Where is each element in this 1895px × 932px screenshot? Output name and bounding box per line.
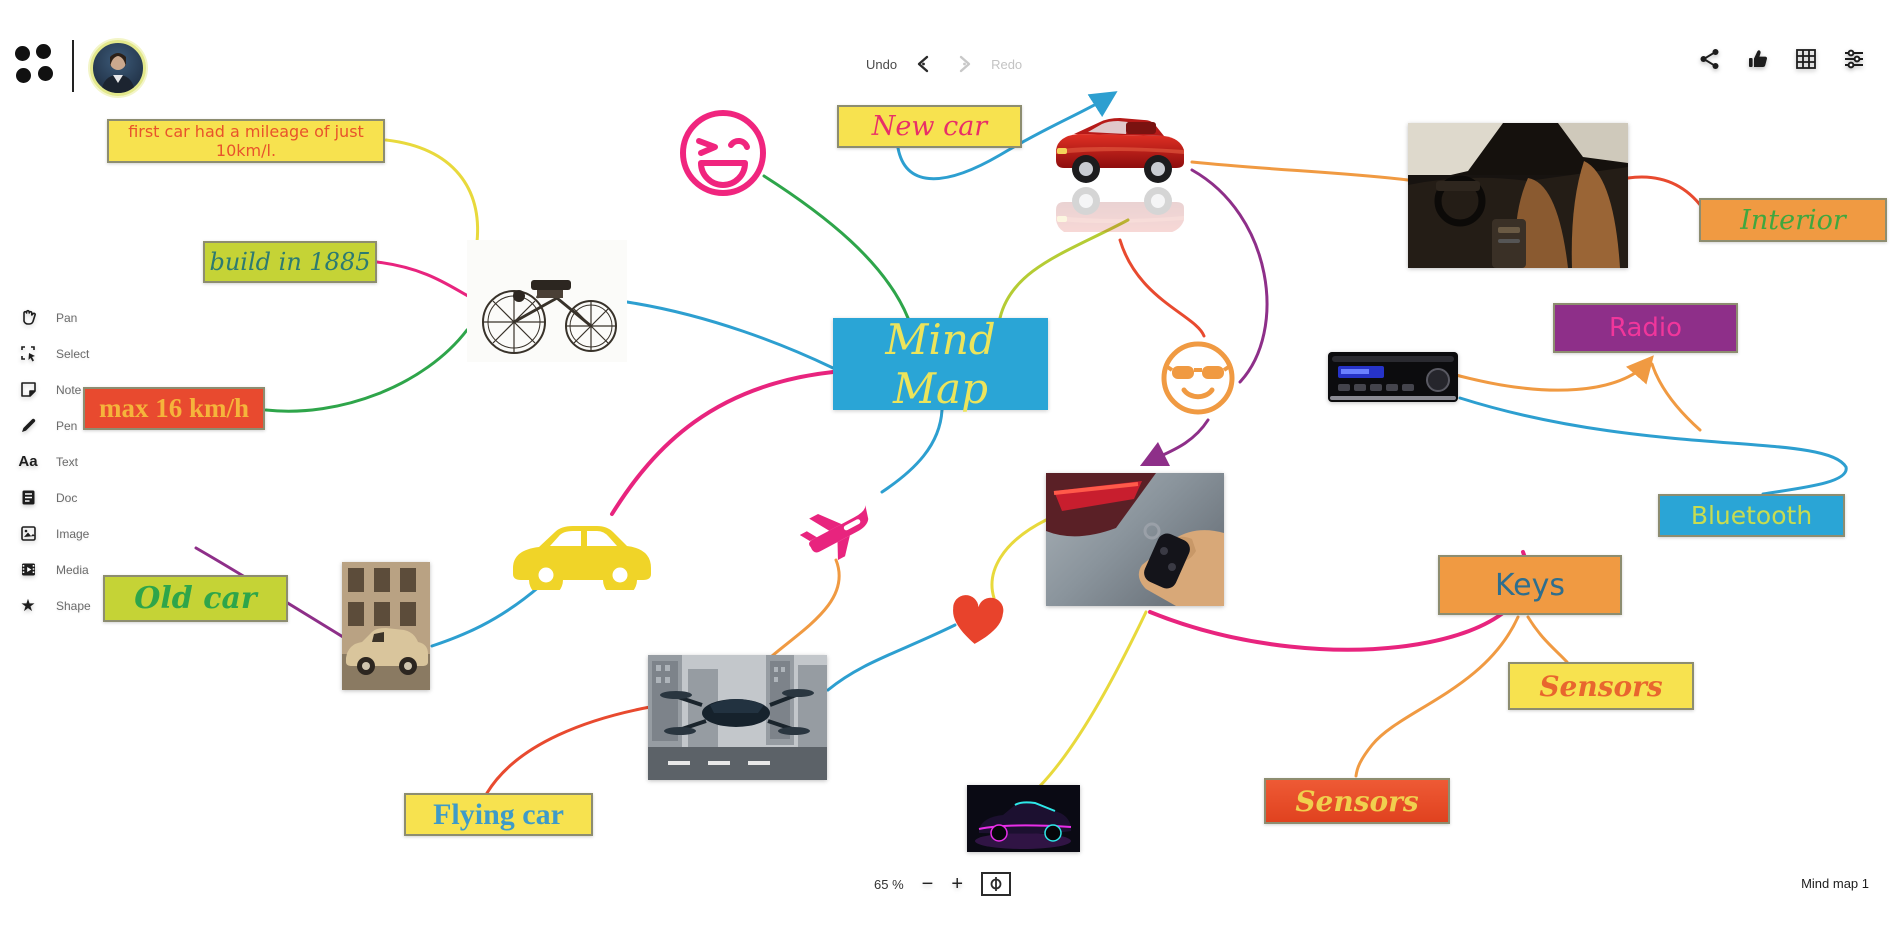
- tool-pen-label: Pen: [56, 418, 78, 433]
- keys-note[interactable]: Keys: [1438, 555, 1622, 615]
- red-convertible-image[interactable]: [1048, 92, 1192, 252]
- like-icon[interactable]: [1745, 46, 1771, 72]
- yellow-car-drawing[interactable]: [505, 512, 658, 597]
- select-cursor-icon: [18, 344, 38, 364]
- tool-pan[interactable]: Pan: [18, 306, 91, 329]
- car-stereo-image[interactable]: [1328, 352, 1458, 402]
- connector-heart-flying: [826, 623, 957, 692]
- connector-benz-center: [625, 300, 835, 370]
- connector-build-benz: [375, 260, 470, 298]
- build-1885-note[interactable]: build in 1885: [203, 241, 377, 283]
- connector-redcar-cool2: [1118, 238, 1206, 338]
- connector-plane-flying: [770, 558, 841, 658]
- flying-car-note[interactable]: Flying car: [404, 793, 593, 836]
- red-heart-drawing[interactable]: [950, 595, 1005, 648]
- laughing-wink-emoji[interactable]: [677, 107, 769, 199]
- tools-sidebar: Pan Select Note Pen: [18, 306, 91, 617]
- undo-redo-group: Undo Redo: [866, 46, 1022, 82]
- sensors-red-note[interactable]: Sensors: [1264, 778, 1450, 824]
- car-interior-image[interactable]: [1408, 123, 1628, 268]
- doc-icon: [18, 488, 38, 508]
- interior-note[interactable]: Interior: [1699, 198, 1887, 242]
- zoom-out-button[interactable]: −: [921, 873, 934, 895]
- connector-center-redcar: [998, 218, 1130, 320]
- tool-image[interactable]: Image: [18, 522, 91, 545]
- tool-pen[interactable]: Pen: [18, 414, 91, 437]
- topbar-actions: [1697, 46, 1867, 72]
- mind-map-center-node[interactable]: Mind Map: [833, 315, 1048, 413]
- star-icon: ★: [20, 595, 36, 615]
- key-fob-image[interactable]: [1046, 473, 1224, 606]
- connector-yellowcar-oldphoto: [430, 584, 542, 648]
- redo-label[interactable]: Redo: [991, 56, 1023, 72]
- connector-keys-sensors2: [1354, 615, 1520, 778]
- tool-note-label: Note: [56, 382, 82, 397]
- sensors-yellow-note[interactable]: Sensors: [1508, 662, 1694, 710]
- connector-keys-sensors1: [1526, 615, 1569, 664]
- media-icon: [18, 560, 38, 580]
- undo-label[interactable]: Undo: [866, 56, 898, 72]
- connector-keyfob-heart: [990, 518, 1048, 600]
- connector-center-yellowcar: [610, 370, 835, 516]
- settings-sliders-icon[interactable]: [1841, 46, 1867, 72]
- connector-stereo-bluetooth: [1458, 396, 1848, 496]
- tool-shape-label: Shape: [56, 598, 91, 613]
- user-avatar[interactable]: [90, 40, 146, 96]
- redo-arrow-button[interactable]: [951, 51, 977, 77]
- bluetooth-note[interactable]: Bluetooth: [1658, 494, 1845, 537]
- app-logo[interactable]: [14, 44, 56, 86]
- tool-doc-label: Doc: [56, 490, 78, 505]
- racing-car-image[interactable]: [967, 785, 1080, 852]
- first-car-note[interactable]: first car had a mileage of just 10km/l.: [107, 119, 385, 163]
- tool-image-label: Image: [56, 526, 90, 541]
- pink-plane-drawing[interactable]: [799, 498, 878, 562]
- flying-car-image[interactable]: [648, 655, 827, 780]
- hand-icon: [18, 308, 38, 328]
- fit-to-screen-button[interactable]: [981, 872, 1012, 896]
- connector-max16-benz: [264, 328, 469, 413]
- tool-doc[interactable]: Doc: [18, 486, 91, 509]
- image-icon: [18, 524, 38, 544]
- tool-media-label: Media: [56, 562, 89, 577]
- new-car-note[interactable]: New car: [837, 105, 1022, 148]
- aa-text-icon: Aa: [18, 453, 38, 470]
- tool-note[interactable]: Note: [18, 378, 91, 401]
- topbar-divider: [72, 40, 74, 92]
- connector-stereo-radio: [1443, 355, 1654, 392]
- connector-redcar-interior-img: [1190, 160, 1410, 182]
- tool-media[interactable]: Media: [18, 558, 91, 581]
- connector-firstcar-benz: [384, 138, 480, 244]
- tool-select-label: Select: [56, 346, 90, 361]
- connector-laugh-center: [762, 174, 910, 320]
- tool-select[interactable]: Select: [18, 342, 91, 365]
- benz-1885-image[interactable]: [467, 240, 627, 362]
- radio-note[interactable]: Radio: [1553, 303, 1738, 353]
- zoom-controls: 65 % − +: [874, 872, 1012, 896]
- old-car-photo[interactable]: [342, 562, 430, 690]
- pen-icon: [18, 416, 38, 436]
- tool-text-label: Text: [56, 454, 79, 469]
- tool-text[interactable]: Aa Text: [18, 450, 91, 473]
- connector-interiorimg-interiornote: [1626, 175, 1710, 218]
- connector-stereo-radio2: [1650, 362, 1702, 432]
- tool-pan-label: Pan: [56, 310, 78, 325]
- share-icon[interactable]: [1697, 46, 1723, 72]
- old-car-note[interactable]: Old car: [103, 575, 288, 622]
- connector-flyingnote-flyingimg: [485, 705, 652, 795]
- tool-shape[interactable]: ★ Shape: [18, 594, 91, 617]
- note-icon: [18, 380, 38, 400]
- connector-cool-keyfob: [1139, 418, 1210, 467]
- undo-arrow-button[interactable]: [911, 51, 937, 77]
- cool-sunglasses-emoji[interactable]: [1158, 338, 1238, 418]
- board-title[interactable]: Mind map 1: [1801, 876, 1869, 891]
- zoom-level: 65 %: [874, 876, 904, 892]
- connector-center-plane: [880, 408, 944, 494]
- zoom-in-button[interactable]: +: [951, 873, 964, 895]
- max-16-note[interactable]: max 16 km/h: [83, 387, 265, 430]
- connector-racing-keyfob: [1038, 610, 1148, 788]
- grid-icon[interactable]: [1793, 46, 1819, 72]
